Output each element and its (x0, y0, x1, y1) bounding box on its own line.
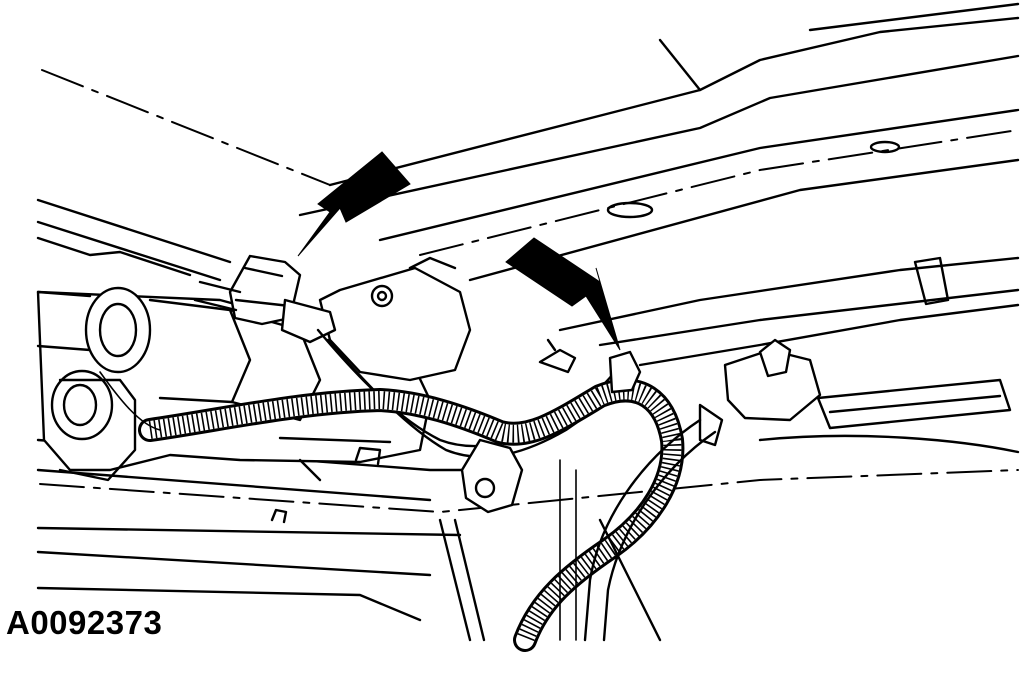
callout-arrow-left (297, 151, 411, 257)
frame-tabs (270, 446, 486, 642)
harness-connector-clip (193, 254, 337, 344)
mounting-bracket (318, 256, 472, 382)
harness-retainer (460, 438, 524, 514)
callout-arrow-right (505, 237, 621, 351)
wire-retaining-clip (538, 338, 642, 394)
figure-id-label: A0092373 (6, 604, 163, 641)
right-body-structure (558, 256, 1020, 642)
roof-rail-panel (41, 2, 1020, 282)
corrugated-harness (99, 371, 685, 652)
